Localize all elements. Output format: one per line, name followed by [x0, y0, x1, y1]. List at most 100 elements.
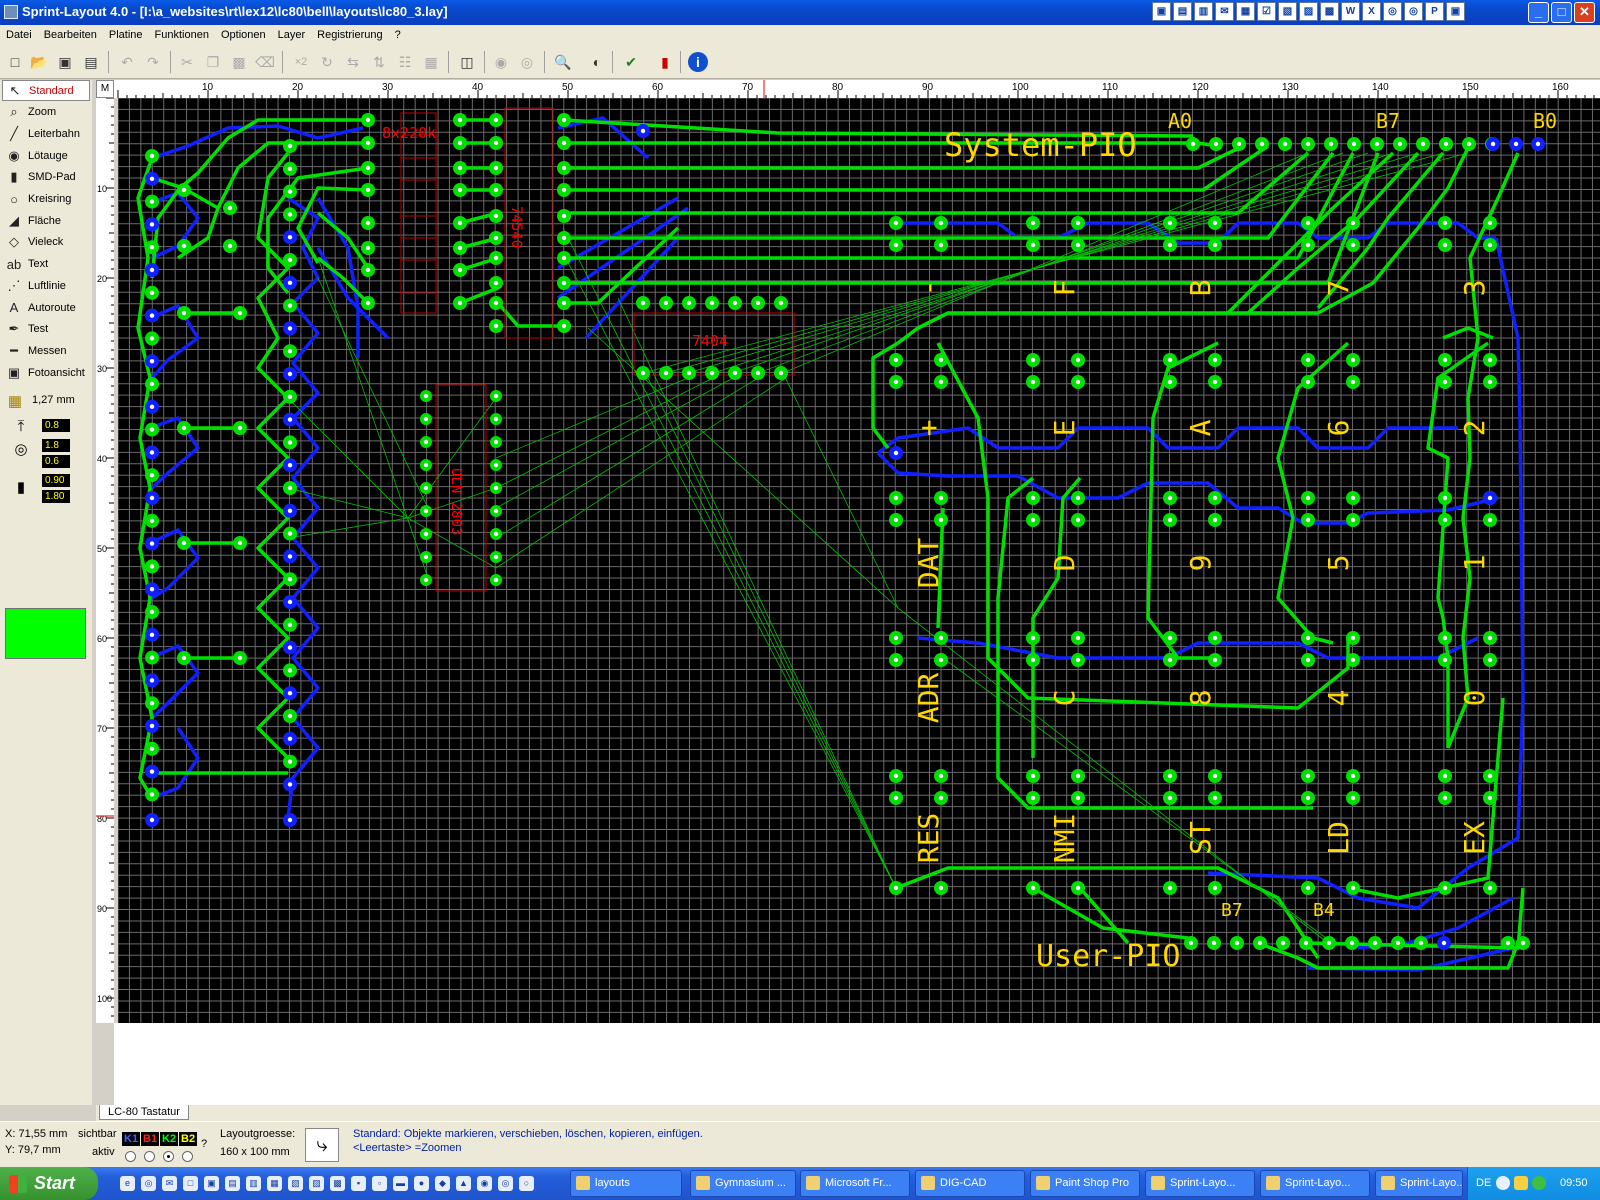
- active-layer-k1-radio[interactable]: [125, 1151, 136, 1162]
- tool-vieleck[interactable]: ◇Vieleck: [2, 232, 90, 253]
- layer-help[interactable]: ?: [201, 1138, 208, 1150]
- menu-optionen[interactable]: Optionen: [220, 29, 266, 41]
- delete-icon[interactable]: ⌫: [255, 54, 275, 70]
- menu-bearbeiten[interactable]: Bearbeiten: [43, 29, 97, 41]
- pcb-canvas[interactable]: System-PIO User-PIO A0 B7 B0 B7 B4 8x220…: [118, 98, 1600, 1023]
- quick-launch-icon[interactable]: ▥: [246, 1176, 261, 1191]
- close-button[interactable]: ✕: [1574, 2, 1595, 23]
- start-button[interactable]: Start: [0, 1167, 98, 1200]
- titlebar-shortcut-icon[interactable]: X: [1362, 2, 1381, 21]
- layer-k2-toggle[interactable]: K2: [160, 1132, 179, 1146]
- quick-launch-icon[interactable]: ▨: [309, 1176, 324, 1191]
- layer-k1-toggle[interactable]: K1: [122, 1132, 141, 1146]
- minimize-button[interactable]: _: [1528, 2, 1549, 23]
- menu-help[interactable]: ?: [394, 29, 401, 41]
- language-indicator[interactable]: DE: [1476, 1177, 1492, 1189]
- active-layer-b2-radio[interactable]: [182, 1151, 193, 1162]
- quick-launch-icon[interactable]: ▬: [393, 1176, 408, 1191]
- quick-launch-icon[interactable]: ◎: [141, 1176, 156, 1191]
- title-bar[interactable]: Sprint-Layout 4.0 - [I:\a_websites\rt\le…: [0, 0, 1600, 25]
- quick-launch-icon[interactable]: ▩: [330, 1176, 345, 1191]
- drc-icon[interactable]: ✔: [625, 54, 637, 70]
- tool-kreisring[interactable]: ○Kreisring: [2, 189, 90, 210]
- active-layer-k2-radio[interactable]: [163, 1151, 174, 1162]
- titlebar-shortcut-icon[interactable]: ▣: [1446, 2, 1465, 21]
- tool-l-tauge[interactable]: ◉Lötauge: [2, 145, 90, 166]
- smd-width-field[interactable]: 0.90: [42, 474, 70, 487]
- quick-launch-icon[interactable]: ▦: [267, 1176, 282, 1191]
- transparency-icon[interactable]: ◐: [592, 54, 602, 70]
- taskbar-button[interactable]: DIG-CAD: [915, 1170, 1025, 1197]
- titlebar-shortcut-icon[interactable]: ▥: [1194, 2, 1213, 21]
- grid-size[interactable]: 1,27 mm: [32, 394, 75, 406]
- taskbar-button[interactable]: Sprint-Layo...: [1260, 1170, 1370, 1197]
- quick-launch-icon[interactable]: ▫: [372, 1176, 387, 1191]
- active-layer-b1-radio[interactable]: [144, 1151, 155, 1162]
- info-icon[interactable]: i: [688, 52, 708, 72]
- copy-icon[interactable]: ❐: [206, 54, 220, 70]
- tool-messen[interactable]: ━Messen: [2, 340, 90, 361]
- zoom-icon[interactable]: 🔍: [554, 54, 572, 70]
- tool-standard[interactable]: ↖Standard: [2, 80, 90, 101]
- save-icon[interactable]: ▣: [58, 54, 72, 70]
- titlebar-shortcut-icon[interactable]: W: [1341, 2, 1360, 21]
- align-icon[interactable]: ☷: [398, 54, 412, 70]
- menu-registrierung[interactable]: Registrierung: [317, 29, 383, 41]
- tool-leiterbahn[interactable]: ╱Leiterbahn: [2, 123, 90, 144]
- titlebar-shortcut-icon[interactable]: ✉: [1215, 2, 1234, 21]
- titlebar-shortcut-icon[interactable]: ▣: [1152, 2, 1171, 21]
- taskbar-button[interactable]: Gymnasium ...: [690, 1170, 796, 1197]
- quick-launch-icon[interactable]: ✉: [162, 1176, 177, 1191]
- mirror-h-icon[interactable]: ⇆: [347, 54, 359, 70]
- tray-icon[interactable]: [1496, 1176, 1510, 1190]
- cut-icon[interactable]: ✂: [181, 54, 193, 70]
- tool-zoom[interactable]: ⌕Zoom: [2, 102, 90, 123]
- app-icon[interactable]: [4, 5, 18, 19]
- undo-icon[interactable]: ↶: [121, 54, 133, 70]
- tool-fotoansicht[interactable]: ▣Fotoansicht: [2, 362, 90, 383]
- titlebar-shortcut-icon[interactable]: ☑: [1257, 2, 1276, 21]
- quick-launch-icon[interactable]: ▲: [456, 1176, 471, 1191]
- tool-fl-che[interactable]: ◢Fläche: [2, 210, 90, 231]
- maximize-button[interactable]: □: [1551, 2, 1572, 23]
- quick-launch-icon[interactable]: ▧: [288, 1176, 303, 1191]
- taskbar-button[interactable]: layouts: [570, 1170, 682, 1197]
- tray-icon[interactable]: [1514, 1176, 1528, 1190]
- taskbar-button[interactable]: Paint Shop Pro: [1030, 1170, 1140, 1197]
- titlebar-shortcut-icon[interactable]: P: [1425, 2, 1444, 21]
- route-mode-icon[interactable]: ⤷: [305, 1128, 339, 1162]
- tool-smd-pad[interactable]: ▮SMD-Pad: [2, 167, 90, 188]
- quick-launch-icon[interactable]: ◉: [477, 1176, 492, 1191]
- quick-launch-icon[interactable]: ▪: [351, 1176, 366, 1191]
- tool-luftlinie[interactable]: ⋰Luftlinie: [2, 275, 90, 296]
- taskbar-button[interactable]: Microsoft Fr...: [800, 1170, 910, 1197]
- open-folder-icon[interactable]: 📂: [30, 54, 48, 70]
- quick-launch-icon[interactable]: ◎: [498, 1176, 513, 1191]
- titlebar-shortcut-icon[interactable]: ▦: [1236, 2, 1255, 21]
- unlock-icon[interactable]: ◎: [520, 54, 534, 70]
- pad-outer-field[interactable]: 1.8: [42, 439, 70, 452]
- layer-b2-toggle[interactable]: B2: [179, 1132, 198, 1146]
- pad-inner-field[interactable]: 0.6: [42, 455, 70, 468]
- grid-icon[interactable]: ▦: [7, 393, 23, 410]
- redo-icon[interactable]: ↷: [147, 54, 159, 70]
- menu-platine[interactable]: Platine: [108, 29, 143, 41]
- titlebar-shortcut-icon[interactable]: ◎: [1383, 2, 1402, 21]
- layer-b1-toggle[interactable]: B1: [141, 1132, 160, 1146]
- titlebar-shortcut-icon[interactable]: ▨: [1299, 2, 1318, 21]
- macro-icon[interactable]: ▮: [661, 54, 669, 70]
- quick-launch-icon[interactable]: ◆: [435, 1176, 450, 1191]
- mirror-v-icon[interactable]: ⇅: [373, 54, 385, 70]
- taskbar-button[interactable]: Sprint-Layo...: [1145, 1170, 1255, 1197]
- menu-datei[interactable]: Datei: [6, 29, 32, 41]
- quick-launch-icon[interactable]: ●: [414, 1176, 429, 1191]
- layer-arrange-icon[interactable]: ◫: [460, 54, 474, 70]
- titlebar-shortcut-icon[interactable]: ▩: [1320, 2, 1339, 21]
- quick-launch-icon[interactable]: ○: [519, 1176, 534, 1191]
- menu-funktionen[interactable]: Funktionen: [154, 29, 209, 41]
- titlebar-shortcut-icon[interactable]: ◎: [1404, 2, 1423, 21]
- lock-icon[interactable]: ◉: [494, 54, 508, 70]
- quick-launch-icon[interactable]: ▣: [204, 1176, 219, 1191]
